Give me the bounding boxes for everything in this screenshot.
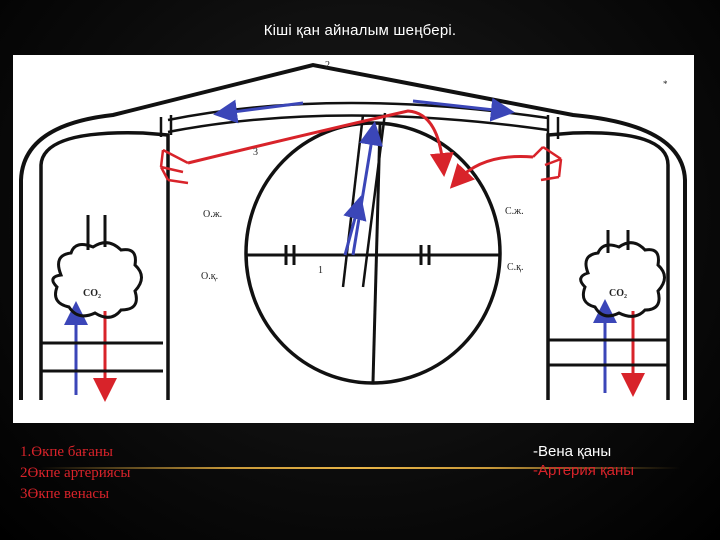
label-left-lower: О.қ. (201, 271, 218, 282)
slide-title: Кіші қан айналым шеңбері. (263, 22, 457, 39)
right-lung-cloud (579, 241, 666, 318)
left-lung-cloud (51, 241, 143, 319)
label-left-upper: О.ж. (203, 209, 222, 220)
trunk-arrow-venous-2 (343, 195, 367, 256)
right-pleural-sac (546, 131, 670, 400)
legend-arterial-blood: -Артерия қаны (533, 462, 635, 479)
blood-type-legend: -Вена қаны -Артерия қаны (533, 442, 634, 480)
left-capillary (159, 148, 189, 185)
gold-divider (40, 467, 680, 469)
legend-item-pulmonary-artery: 2Өкпе артериясы (20, 465, 131, 481)
pulmonary-trunk-right-wall (361, 112, 387, 288)
label-center-number: 1 (318, 265, 323, 276)
top-vessel-lower (167, 114, 549, 134)
pulmonary-circulation-diagram: 2 3 1 * О.ж. О.қ. С.ж. С.қ. CO₂ CO₂ (13, 55, 694, 423)
label-right-upper: С.ж. (505, 206, 524, 217)
chest-outer-outline (19, 62, 687, 400)
top-left-arrow-venous (213, 99, 304, 124)
label-right-lower: С.қ. (507, 262, 524, 273)
label-left-number: 3 (253, 147, 258, 158)
top-right-arrow-venous (412, 97, 515, 122)
right-capillary (532, 145, 563, 182)
legend-item-pulmonary-trunk: 1.Өкпе бағаны (20, 444, 114, 460)
legend-venous-blood: -Вена қаны (533, 443, 612, 460)
left-pleural-sac (39, 131, 170, 400)
label-top-number: 2 (325, 60, 330, 71)
label-left-lung-gas: CO₂ (83, 288, 101, 299)
pulmonary-trunk-left-wall (341, 114, 365, 288)
trunk-arrow-venous (351, 121, 383, 256)
label-right-lung-gas: CO₂ (609, 288, 627, 299)
legend-item-pulmonary-vein: 3Өкпе венасы (20, 486, 110, 502)
right-return-arrow-arterial (449, 155, 534, 189)
label-corner-mark: * (663, 79, 668, 89)
vessel-legend: 1.Өкпе бағаны 2Өкпе артериясы 3Өкпе вена… (20, 442, 130, 505)
pulmonary-vein-arrow-arterial (187, 109, 454, 177)
